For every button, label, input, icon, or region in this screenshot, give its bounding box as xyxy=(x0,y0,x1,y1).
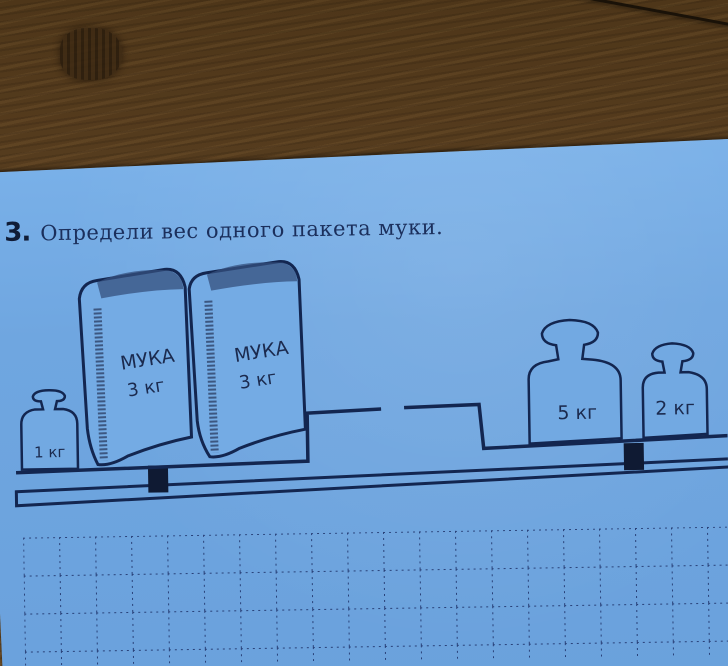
weight-5kg xyxy=(527,318,623,446)
weight-5kg-label: 5 кг xyxy=(557,402,597,425)
wood-knot xyxy=(60,28,122,80)
flour-bag-1 xyxy=(77,267,194,467)
weight-2kg-label: 2 кг xyxy=(655,397,695,420)
weight-1kg-label: 1 кг xyxy=(34,443,66,461)
weight-2kg xyxy=(641,342,709,440)
weight-1kg xyxy=(20,388,80,471)
scale-base xyxy=(14,456,728,508)
left-pivot xyxy=(147,465,169,493)
scale-beam xyxy=(15,402,728,475)
flour-bag-2 xyxy=(187,260,307,459)
right-pivot xyxy=(623,442,645,471)
